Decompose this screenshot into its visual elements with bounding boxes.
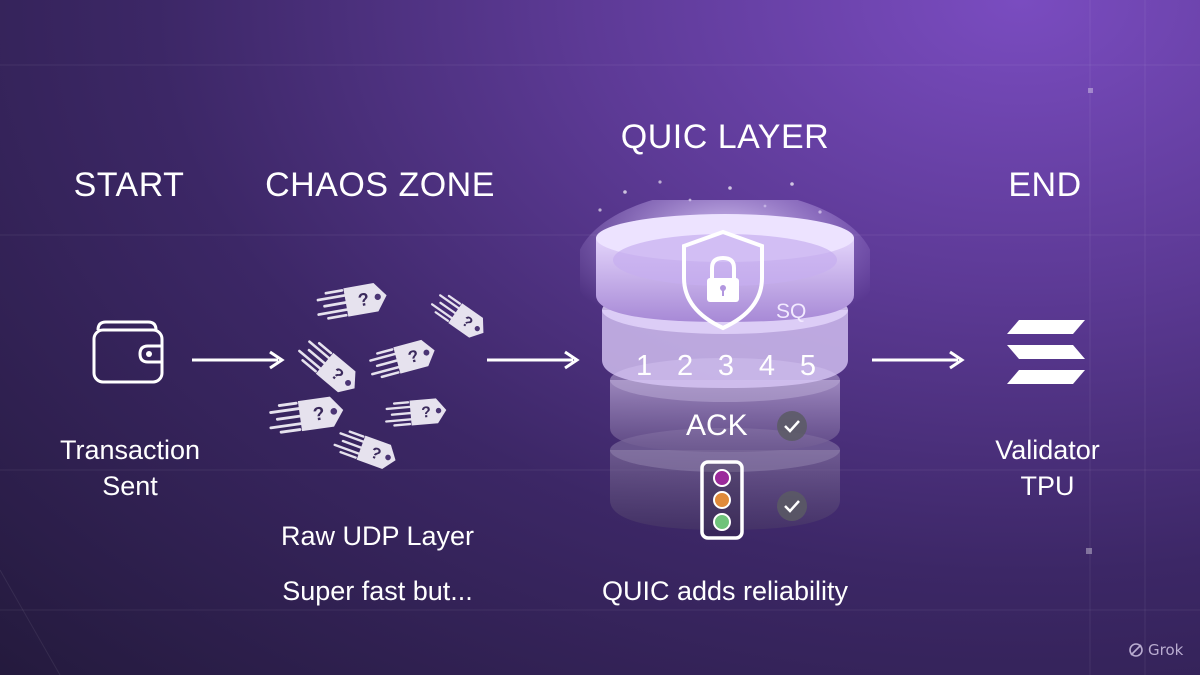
grok-logo-icon xyxy=(1129,643,1143,657)
sequence-numbers: 1 2 3 4 5 xyxy=(636,350,816,383)
quic-heading: QUIC LAYER xyxy=(620,118,830,156)
shield-lock-icon xyxy=(682,229,764,331)
chaos-heading: CHAOS ZONE xyxy=(265,166,495,204)
start-caption: Transaction Sent xyxy=(40,432,220,504)
stream-label: SQ xyxy=(776,300,807,323)
sequence-number: 1 xyxy=(636,350,653,382)
sequence-number: 4 xyxy=(758,350,775,382)
end-caption-line1: Validator xyxy=(995,435,1100,465)
sequence-number: 5 xyxy=(799,350,816,382)
wallet-icon xyxy=(92,320,164,384)
traffic-check-icon xyxy=(777,491,807,521)
packet-icon xyxy=(427,288,492,344)
packet-icon xyxy=(293,334,365,401)
packet-icon xyxy=(313,279,391,324)
packet-icon xyxy=(266,393,347,437)
flow-arrow-1 xyxy=(192,350,285,370)
sequence-number: 2 xyxy=(676,350,694,382)
solana-logo-icon xyxy=(1007,320,1085,384)
traffic-light-icon xyxy=(700,460,744,540)
start-caption-line1: Transaction xyxy=(59,435,201,465)
chaos-caption-line1: Raw UDP Layer xyxy=(280,521,475,551)
ack-check-icon xyxy=(777,411,807,441)
chaos-caption-line2: Super fast but... xyxy=(282,576,473,606)
end-caption: Validator TPU xyxy=(965,432,1130,504)
grok-watermark: Grok xyxy=(1128,641,1183,659)
flow-arrow-2 xyxy=(487,350,580,370)
start-heading: START xyxy=(73,166,185,204)
end-caption-line2: TPU xyxy=(1020,471,1075,501)
end-heading: END xyxy=(1008,166,1082,204)
quic-caption: QUIC adds reliability xyxy=(601,576,849,606)
packet-icon xyxy=(331,425,402,474)
ack-label: ACK xyxy=(686,409,748,442)
packet-icon xyxy=(365,335,440,382)
watermark-label: Grok xyxy=(1148,641,1184,659)
flying-packets-icon: ? xyxy=(266,279,492,474)
sequence-number: 3 xyxy=(717,350,735,382)
start-caption-line2: Sent xyxy=(102,471,158,501)
packet-icon xyxy=(383,396,449,429)
flow-arrow-3 xyxy=(872,350,965,370)
